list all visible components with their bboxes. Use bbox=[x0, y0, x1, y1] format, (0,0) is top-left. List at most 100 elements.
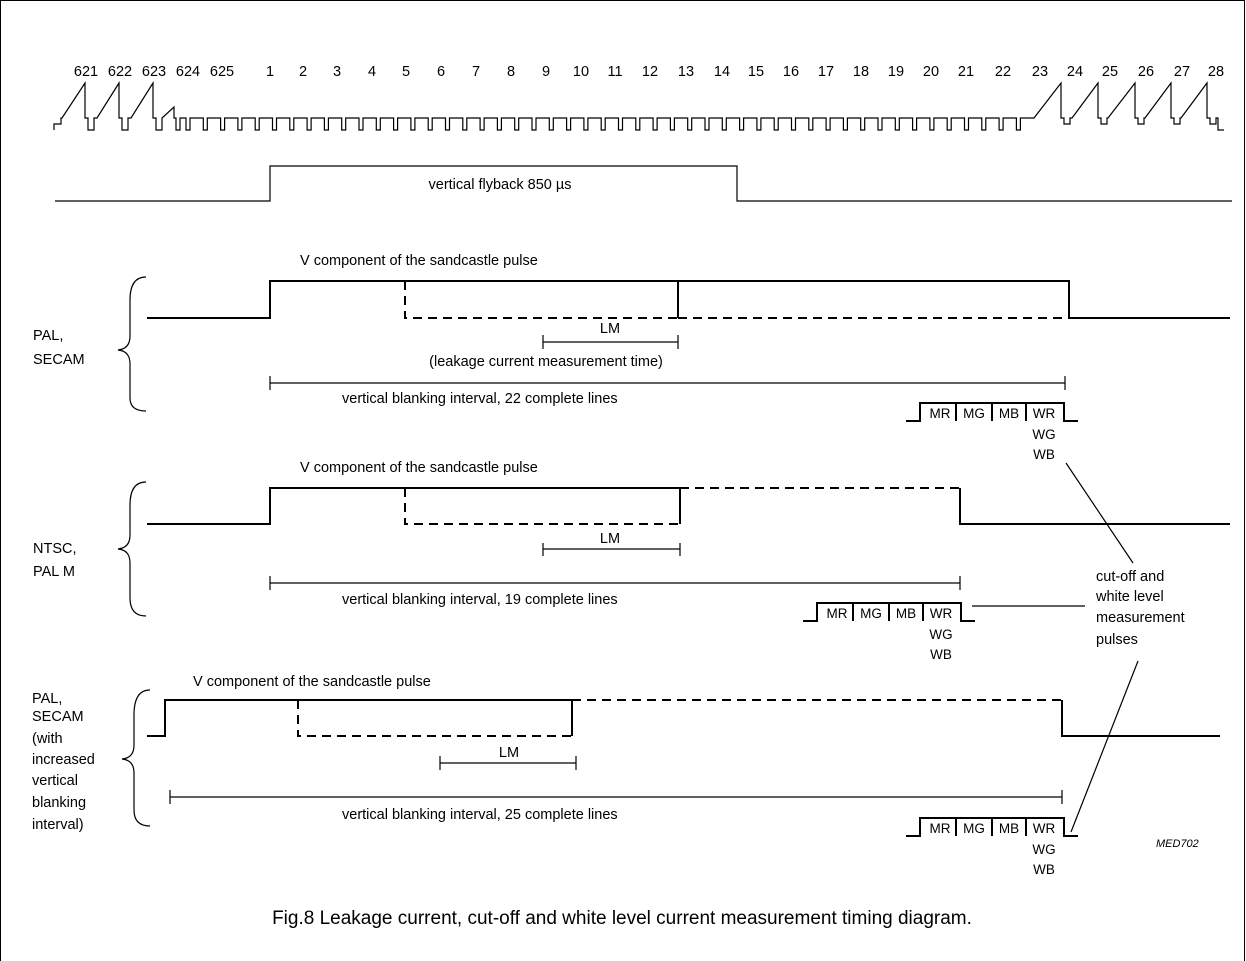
line-number-label: 13 bbox=[678, 64, 694, 80]
pulse-outline bbox=[803, 602, 975, 622]
blanking-label: vertical blanking interval, 22 complete … bbox=[342, 391, 618, 407]
line-number-label: 18 bbox=[853, 64, 869, 80]
standard-label-line1: PAL, bbox=[33, 328, 63, 344]
line-number-label: 6 bbox=[437, 64, 445, 80]
line-number-label: 7 bbox=[472, 64, 480, 80]
blanking-bracket bbox=[169, 790, 1063, 804]
lm-bracket bbox=[439, 756, 577, 770]
line-number-label: 621 bbox=[74, 64, 98, 80]
sandcastle-label: V component of the sandcastle pulse bbox=[300, 460, 538, 476]
pulse-label-mg: MG bbox=[963, 821, 985, 836]
blanking-bracket bbox=[269, 576, 961, 590]
line-number-label: 15 bbox=[748, 64, 764, 80]
blanking-label: vertical blanking interval, 19 complete … bbox=[342, 592, 618, 608]
pulse-label-wg: WG bbox=[1032, 427, 1055, 442]
line-number-label: 22 bbox=[995, 64, 1011, 80]
pulse-label-mg: MG bbox=[963, 406, 985, 421]
pulse-outline bbox=[906, 402, 1078, 422]
sandcastle-tail bbox=[1061, 700, 1220, 737]
measurement-note-line4: pulses bbox=[1096, 632, 1138, 648]
sandcastle-label: V component of the sandcastle pulse bbox=[193, 674, 431, 690]
measurement-note-line3: measurement bbox=[1096, 610, 1185, 626]
line-number-label: 2 bbox=[299, 64, 307, 80]
pulse-label-mr: MR bbox=[930, 821, 951, 836]
figure-caption: Fig.8 Leakage current, cut-off and white… bbox=[272, 908, 972, 929]
sandcastle-tail bbox=[959, 488, 1230, 525]
line-number-label: 11 bbox=[607, 64, 622, 80]
line-number-label: 10 bbox=[573, 64, 589, 80]
standard-label-line7: interval) bbox=[32, 817, 84, 833]
flyback-pulse bbox=[55, 165, 1232, 202]
leader-line-upper bbox=[1065, 462, 1134, 564]
sync-waveform bbox=[53, 80, 1224, 131]
sandcastle-dashed-low bbox=[404, 488, 680, 525]
standard-label-line2: SECAM bbox=[32, 709, 84, 725]
line-number-label: 8 bbox=[507, 64, 515, 80]
lm-note: (leakage current measurement time) bbox=[429, 354, 663, 370]
group-brace bbox=[117, 276, 147, 412]
group-ntsc-palm: V component of the sandcastle pulse LM v… bbox=[33, 460, 1230, 617]
line-number-label: 26 bbox=[1138, 64, 1154, 80]
line-number-label: 27 bbox=[1174, 64, 1190, 80]
line-number-label: 623 bbox=[142, 64, 166, 80]
sandcastle-label: V component of the sandcastle pulse bbox=[300, 253, 538, 269]
sandcastle-dashed-low bbox=[404, 281, 678, 319]
line-number-label: 625 bbox=[210, 64, 234, 80]
line-number-label: 20 bbox=[923, 64, 939, 80]
standard-label-line2: SECAM bbox=[33, 352, 85, 368]
line-number-label: 5 bbox=[402, 64, 410, 80]
figure-id: MED702 bbox=[1156, 838, 1199, 850]
pulse-label-wb: WB bbox=[1033, 447, 1055, 462]
lm-bracket bbox=[542, 335, 679, 349]
line-number-label: 24 bbox=[1067, 64, 1083, 80]
pulse-label-mb: MB bbox=[999, 406, 1019, 421]
pulse-label-mr: MR bbox=[827, 606, 848, 621]
blanking-bracket bbox=[269, 376, 1066, 390]
line-number-label: 12 bbox=[642, 64, 658, 80]
measurement-note-line2: white level bbox=[1095, 589, 1164, 605]
pulse-label-wg: WG bbox=[929, 627, 952, 642]
standard-label-line6: blanking bbox=[32, 795, 86, 811]
standard-label-line5: vertical bbox=[32, 773, 78, 789]
measurement-pulse-train: MR MG MB WR WG WB bbox=[906, 402, 1078, 462]
lm-bracket bbox=[542, 543, 681, 556]
line-number-label: 9 bbox=[542, 64, 550, 80]
line-number-label: 1 bbox=[266, 64, 274, 80]
line-number-label: 16 bbox=[783, 64, 799, 80]
line-number-label: 624 bbox=[176, 64, 200, 80]
flyback-label: vertical flyback 850 µs bbox=[429, 177, 572, 193]
line-number-label: 25 bbox=[1102, 64, 1118, 80]
group-brace bbox=[121, 689, 151, 827]
line-number-label: 28 bbox=[1208, 64, 1224, 80]
lm-label: LM bbox=[600, 321, 620, 337]
line-number-label: 19 bbox=[888, 64, 904, 80]
leader-line-lower bbox=[1070, 660, 1139, 833]
group-brace bbox=[117, 481, 147, 617]
pulse-outline bbox=[906, 817, 1078, 837]
line-number-label: 4 bbox=[368, 64, 376, 80]
sandcastle-pulse bbox=[147, 487, 681, 525]
standard-label-line1: NTSC, bbox=[33, 541, 77, 557]
pulse-label-wb: WB bbox=[930, 647, 952, 662]
line-number-label: 14 bbox=[714, 64, 730, 80]
sandcastle-dashed-low bbox=[297, 700, 572, 737]
line-number-label: 23 bbox=[1032, 64, 1048, 80]
pulse-label-mg: MG bbox=[860, 606, 882, 621]
standard-label-line3: (with bbox=[32, 731, 63, 747]
standard-label-line1: PAL, bbox=[32, 691, 62, 707]
standard-label-line2: PAL M bbox=[33, 564, 75, 580]
pulse-label-wr: WR bbox=[1033, 406, 1056, 421]
pulse-label-wr: WR bbox=[930, 606, 953, 621]
pulse-label-mb: MB bbox=[896, 606, 916, 621]
lm-label: LM bbox=[499, 745, 519, 761]
group-pal-secam-increased: V component of the sandcastle pulse LM v… bbox=[32, 674, 1220, 833]
sandcastle-pulse bbox=[147, 699, 573, 737]
pulse-label-mr: MR bbox=[930, 406, 951, 421]
lm-label: LM bbox=[600, 531, 620, 547]
measurement-pulse-train: MR MG MB WR WG WB bbox=[803, 602, 975, 662]
line-number-label: 622 bbox=[108, 64, 132, 80]
